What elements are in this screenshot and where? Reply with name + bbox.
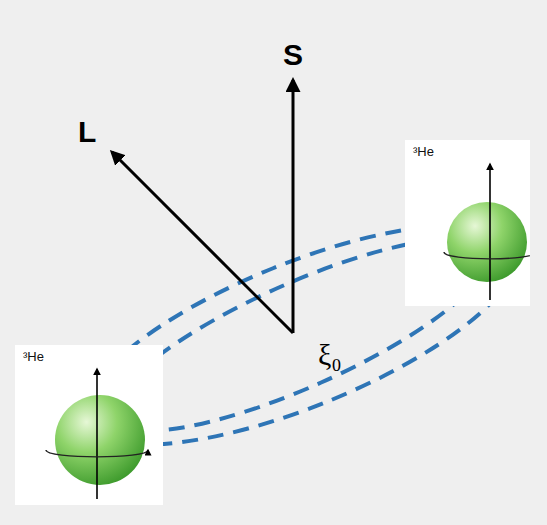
orbital-label: L <box>78 117 96 147</box>
spin-label: S <box>283 40 303 70</box>
isotope-label: ³He <box>15 345 44 364</box>
helium-atom <box>15 345 163 505</box>
spin-vector <box>292 80 295 333</box>
helium-atom <box>405 140 530 306</box>
atom-panel: ³He <box>405 140 530 306</box>
atom-panel: ³He <box>15 345 163 505</box>
isotope-label: ³He <box>405 140 434 159</box>
orbital-vector <box>112 152 293 333</box>
coherence-length-label: ξ₀ <box>318 340 342 370</box>
